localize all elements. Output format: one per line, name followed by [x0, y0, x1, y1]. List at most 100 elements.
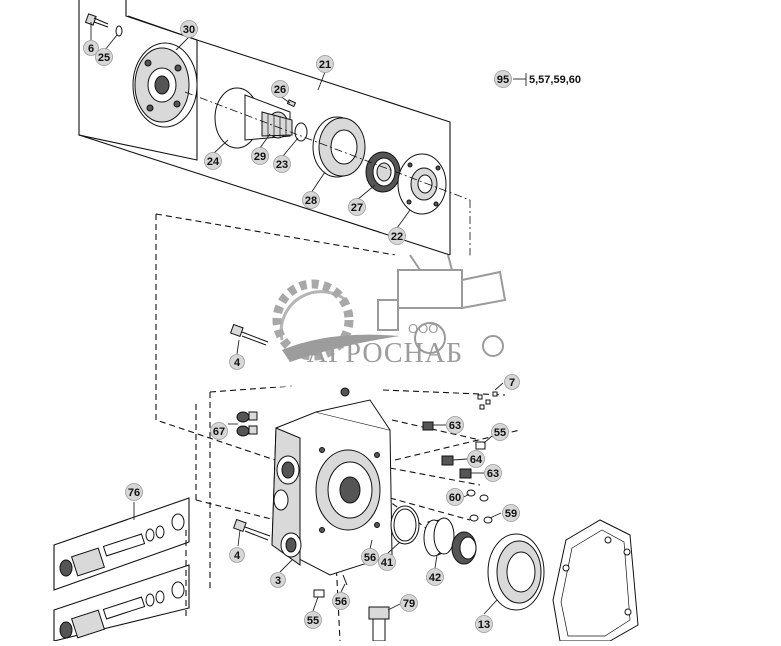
callout-number: 7	[509, 377, 515, 389]
callout-circle	[271, 80, 289, 98]
callout-number: 22	[391, 231, 403, 243]
end-plate-part	[397, 153, 447, 215]
callout-number: 67	[213, 426, 225, 438]
harvester-icon	[377, 254, 507, 357]
gasket-part	[552, 519, 639, 642]
cover-assembly-group	[78, 0, 471, 258]
callout-number: 24	[207, 156, 220, 168]
callout-55a: 55	[491, 423, 509, 441]
callout-28: 28	[302, 191, 320, 209]
pump-housing-part	[271, 387, 393, 576]
callout-circle	[484, 464, 502, 482]
callout-circle	[491, 423, 509, 441]
roller-bearing-part	[451, 531, 477, 565]
callout-55b: 55	[304, 611, 322, 629]
callout-24: 24	[204, 152, 222, 170]
callout-23: 23	[273, 155, 291, 173]
bolt-part-lower	[232, 518, 271, 541]
callout-number: 95	[497, 74, 509, 86]
callout-63b: 63	[484, 464, 502, 482]
fitting-part	[236, 411, 258, 437]
callout-circle	[361, 548, 379, 566]
shaft-part	[214, 87, 293, 149]
bearing-part	[365, 151, 401, 193]
valve-kit-lower	[53, 564, 190, 642]
callout-number: 13	[478, 619, 490, 631]
callout-64: 64	[467, 450, 485, 468]
bearing-race-part	[423, 517, 455, 557]
callout-56a: 56	[361, 548, 379, 566]
callout-circle	[273, 155, 291, 173]
watermark-prefix: ООО	[408, 321, 438, 336]
callout-6: 6	[83, 40, 99, 56]
callout-number: 28	[305, 195, 317, 207]
key-part	[286, 99, 297, 108]
callout-circle	[270, 572, 286, 588]
bolt-part-upper	[229, 323, 269, 346]
callout-number: 21	[319, 59, 331, 71]
callout-63a: 63	[446, 416, 464, 434]
callout-number: 60	[449, 492, 461, 504]
callout-number: 27	[351, 202, 363, 214]
callout-60: 60	[446, 488, 464, 506]
callout-circle	[251, 147, 269, 165]
callout-41: 41	[378, 553, 396, 571]
callout-number: 63	[487, 468, 499, 480]
callout-number: 3	[275, 575, 281, 587]
callout-circle	[316, 55, 334, 73]
callout-circle	[494, 70, 512, 88]
callout-circle	[95, 48, 113, 66]
callout-circle	[125, 483, 143, 501]
callout-number: 6	[88, 43, 94, 55]
washer-part	[115, 25, 123, 37]
callout-circle	[426, 568, 444, 586]
callout-59: 59	[502, 504, 520, 522]
callout-circle	[388, 227, 406, 245]
callout-circle	[83, 40, 99, 56]
callout-30: 30	[180, 20, 198, 38]
callout-circle	[204, 152, 222, 170]
seal-housing-part	[312, 116, 366, 178]
callout-67: 67	[210, 422, 228, 440]
callout-number: 4	[234, 357, 241, 369]
callout-number: 25	[98, 52, 110, 64]
callout-circle	[446, 488, 464, 506]
callout-circle	[229, 354, 245, 370]
callout-42: 42	[426, 568, 444, 586]
snap-ring-part	[294, 122, 308, 142]
callout-95: 95	[494, 70, 512, 88]
callout-56b: 56	[332, 592, 350, 610]
callout-25: 25	[95, 48, 113, 66]
pin-part	[342, 574, 348, 586]
callout-number: 56	[335, 596, 347, 608]
flange-part	[132, 42, 198, 128]
o-ring-inner	[393, 508, 417, 542]
reference-list-text: 5,57,59,60	[529, 74, 581, 86]
valve-kit-upper	[53, 497, 190, 591]
swashplate-part	[487, 533, 545, 611]
watermark-logo: ООО АГРОСНАБ	[268, 254, 534, 387]
callout-22: 22	[388, 227, 406, 245]
callout-circle	[475, 615, 493, 633]
callout-circle	[504, 374, 520, 390]
callout-number: 55	[307, 615, 319, 627]
callout-number: 79	[403, 598, 415, 610]
callout-circle	[502, 504, 520, 522]
callout-circle	[378, 553, 396, 571]
callout-13: 13	[475, 615, 493, 633]
plug-79-part	[368, 606, 390, 642]
callout-circle	[467, 450, 485, 468]
callout-circle	[332, 592, 350, 610]
watermark-name: АГРОСНАБ	[307, 338, 463, 369]
callout-circle	[348, 198, 366, 216]
callout-number: 29	[254, 151, 266, 163]
callout-4a: 4	[229, 354, 245, 370]
callout-circle	[180, 20, 198, 38]
callout-27: 27	[348, 198, 366, 216]
callout-number: 30	[183, 24, 195, 36]
callout-circle	[304, 611, 322, 629]
callout-7: 7	[504, 374, 520, 390]
